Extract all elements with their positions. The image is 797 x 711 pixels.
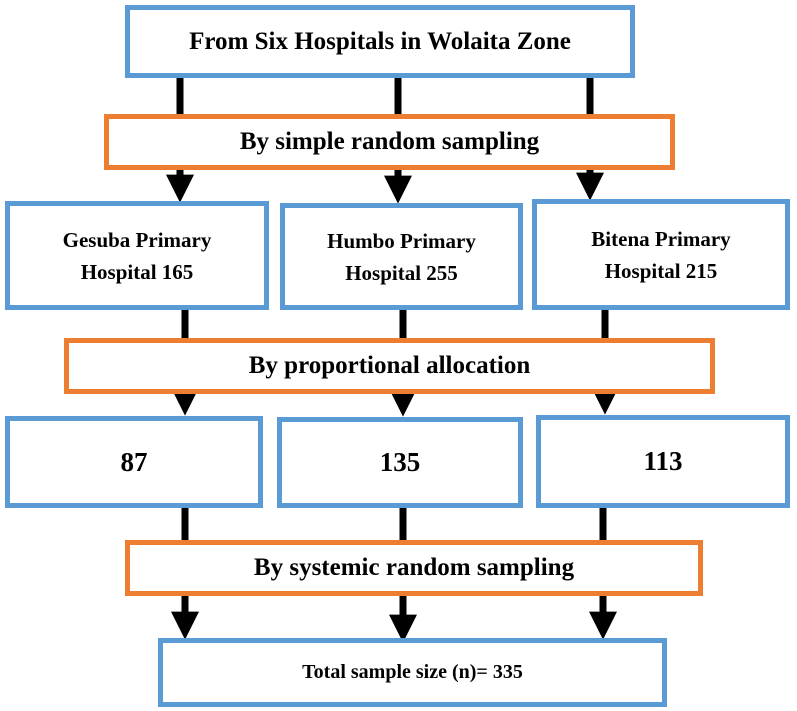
- method-box-systemic: By systemic random sampling: [125, 540, 703, 596]
- hospital-count-gesuba: Hospital 165: [80, 259, 194, 284]
- allocation-value-bitena: 113: [643, 446, 683, 476]
- method-label-simple-random: By simple random sampling: [239, 128, 540, 155]
- source-label: From Six Hospitals in Wolaita Zone: [189, 27, 571, 55]
- method-label-systemic: By systemic random sampling: [253, 554, 575, 581]
- total-box: Total sample size (n)= 335: [158, 638, 667, 707]
- allocation-value-humbo: 135: [379, 447, 421, 477]
- allocation-value-gesuba: 87: [120, 446, 148, 477]
- method-label-proportional: By proportional allocation: [248, 352, 531, 379]
- hospital-count-humbo: Hospital 255: [345, 260, 458, 285]
- hospital-name-bitena: Bitena Primary: [591, 226, 731, 251]
- total-label: Total sample size (n)= 335: [302, 661, 523, 683]
- hospital-label-gesuba: Gesuba Primary Hospital 165: [63, 224, 212, 288]
- method-box-simple-random: By simple random sampling: [104, 114, 675, 170]
- allocation-box-bitena: 113: [536, 415, 790, 508]
- method-box-proportional: By proportional allocation: [64, 338, 715, 394]
- hospital-box-gesuba: Gesuba Primary Hospital 165: [5, 201, 269, 310]
- hospital-name-gesuba: Gesuba Primary: [62, 227, 212, 252]
- hospital-label-humbo: Humbo Primary Hospital 255: [327, 225, 476, 289]
- allocation-box-humbo: 135: [277, 417, 523, 508]
- hospital-label-bitena: Bitena Primary Hospital 215: [591, 223, 730, 287]
- source-box: From Six Hospitals in Wolaita Zone: [125, 5, 635, 78]
- hospital-name-humbo: Humbo Primary: [327, 228, 476, 253]
- hospital-count-bitena: Hospital 215: [604, 258, 718, 283]
- hospital-box-humbo: Humbo Primary Hospital 255: [280, 203, 523, 310]
- hospital-box-bitena: Bitena Primary Hospital 215: [532, 199, 790, 310]
- allocation-box-gesuba: 87: [5, 416, 263, 508]
